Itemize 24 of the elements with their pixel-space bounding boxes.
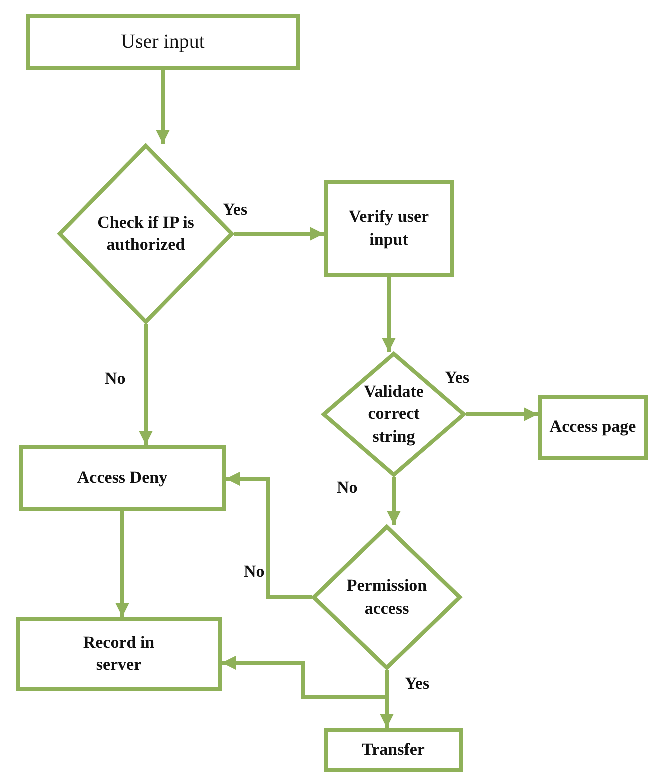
process-box [324,180,454,277]
arrow [156,70,170,144]
node-label: Access page [550,416,636,438]
arrow [226,472,312,600]
process-box [26,14,300,70]
node-label: Verify user input [348,206,430,251]
process-box [19,445,226,511]
node-label: Check if IP is authorized [96,212,196,256]
process-box [16,617,222,691]
arrow [466,408,538,422]
decision-diamond [312,525,462,670]
process-box [538,395,648,460]
process-box [324,728,463,772]
arrow [139,324,153,445]
node-label: Access Deny [77,466,168,489]
arrow [234,227,324,241]
node-label: Record in server [82,632,156,676]
arrow [116,511,130,617]
node-label: Permission access [346,575,428,620]
node-label: Validate correct string [363,381,425,448]
arrow [382,277,396,352]
node-label: Transfer [362,738,425,761]
node-label: User input [121,30,205,55]
arrow [387,477,401,525]
